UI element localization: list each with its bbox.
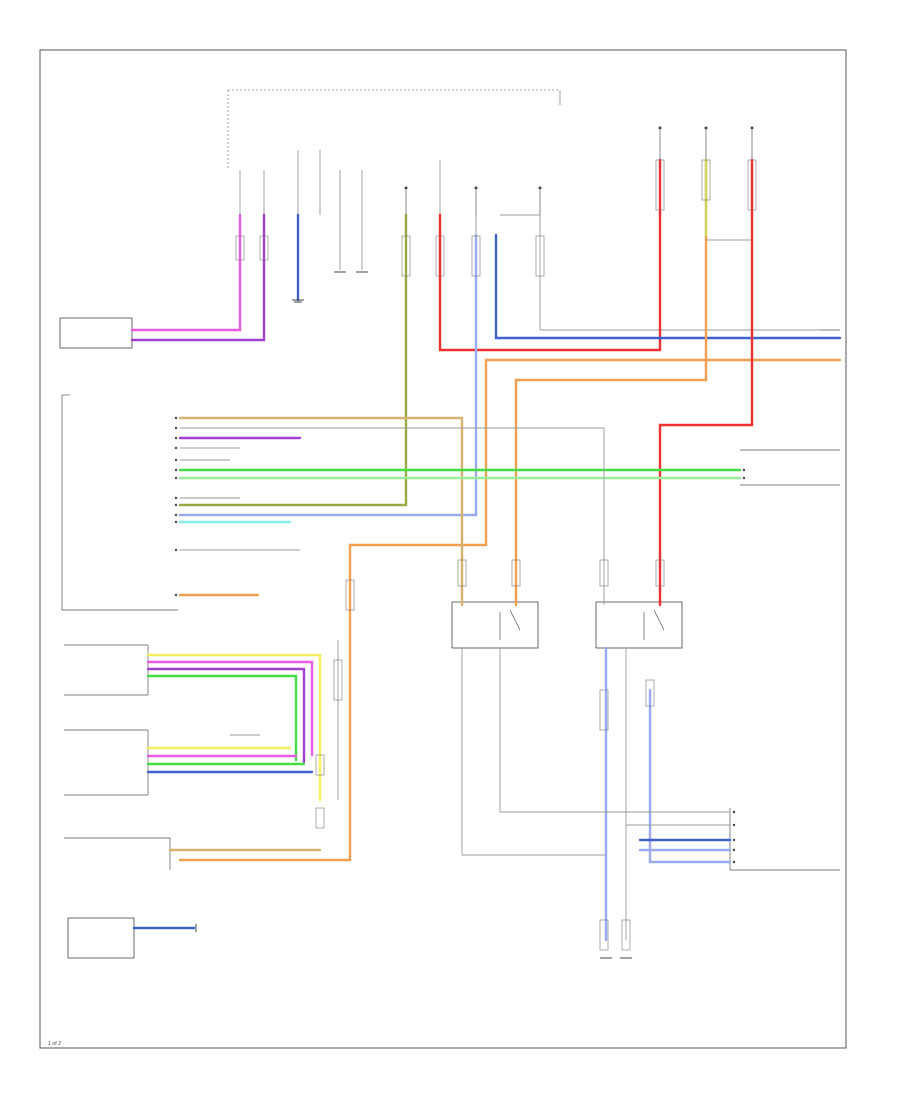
wire-violet-2 [146,667,306,764]
wire-olive [178,213,408,507]
relay-left [451,601,539,649]
wire-orange-b [178,358,842,862]
module-box-left-top [59,317,133,349]
colored-wires [130,158,842,942]
relay-right [595,601,683,649]
wire-lightblue-right [648,688,732,864]
wire-pink [130,213,242,332]
wire-violet [130,213,266,342]
fuse-group [404,126,754,215]
wire-red-main [438,158,662,352]
diagram-frame [39,49,847,1049]
connector-pins [235,159,757,951]
page-code: 1 of 2 [48,1041,61,1047]
lower-gray-wires [180,427,730,940]
wire-tan [178,416,464,607]
wire-lightblue [178,233,478,517]
wire-orange-a [514,158,708,607]
wire-pink-2 [146,660,314,757]
wire-blue-right [494,233,842,340]
wire-yellow [146,653,322,802]
top-gray-wires [239,150,820,331]
wire-red-right [658,158,754,607]
module-box-bottom [67,917,135,959]
module-pins [174,416,746,864]
wire-green-2 [146,674,298,762]
ground-symbols [195,271,632,959]
